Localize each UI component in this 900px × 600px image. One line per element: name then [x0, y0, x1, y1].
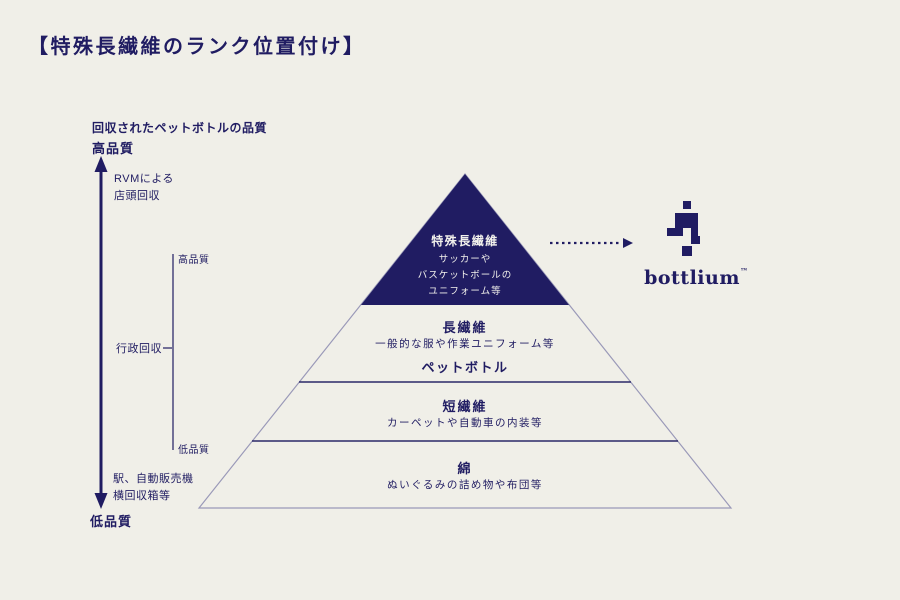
- municipal-collection-label: 行政回収: [116, 343, 162, 355]
- pyramid-outline: [197, 173, 733, 509]
- logo-pixel: [682, 246, 692, 256]
- bracket-low-label: 低品質: [178, 445, 210, 456]
- logo-pixel-notch: [683, 228, 691, 236]
- tier1-desc-line1: サッカーや: [438, 254, 492, 265]
- tier1-name: 特殊長繊維: [431, 234, 499, 248]
- axis-caption: 回収されたペットボトルの品質: [92, 121, 268, 135]
- tier1-desc-line2: バスケットボールの: [417, 270, 513, 281]
- tier3-desc-line1: カーペットや自動車の内装等: [387, 417, 543, 429]
- tier2-name: 長繊維: [442, 320, 488, 335]
- bracket-high-label: 高品質: [178, 255, 210, 266]
- logo-pixel: [691, 236, 700, 244]
- tier4-desc-line1: ぬいぐるみの詰め物や布団等: [387, 479, 543, 491]
- quality-axis-arrow: [94, 156, 108, 509]
- bottlium-wordmark-text: bottlium: [644, 267, 740, 289]
- municipal-range-bracket: [163, 254, 174, 450]
- rvm-collection-label-line2: 店頭回収: [114, 190, 160, 202]
- tier4-name: 綿: [457, 461, 473, 476]
- rvm-collection-label-line1: RVMによる: [114, 173, 174, 185]
- logo-pixel: [683, 201, 691, 209]
- tier1-desc-line3: ユニフォーム等: [428, 286, 502, 297]
- dashed-arrow-to-brand: [550, 238, 633, 248]
- station-collection-label-line1: 駅、自動販売機: [113, 473, 194, 485]
- tier3-name: 短繊維: [442, 399, 488, 414]
- bottlium-wordmark: bottlium™: [644, 266, 748, 289]
- axis-low-label: 低品質: [90, 514, 133, 529]
- trademark-symbol: ™: [739, 266, 748, 276]
- tier2-material-label: ペットボトル: [421, 360, 509, 375]
- axis-high-label: 高品質: [92, 141, 135, 156]
- pyramid-top-highlight-triangle: [361, 174, 569, 305]
- arrow-up-icon: [94, 156, 108, 172]
- arrow-right-icon: [623, 238, 633, 248]
- tier2-desc-line1: 一般的な服や作業ユニフォーム等: [375, 338, 555, 350]
- logo-pixel: [667, 228, 675, 236]
- arrow-down-icon: [94, 493, 108, 509]
- page-title: 【特殊長繊維のランク位置付け】: [28, 36, 366, 58]
- station-collection-label-line2: 横回収箱等: [113, 490, 171, 502]
- logo-pixel: [675, 213, 698, 236]
